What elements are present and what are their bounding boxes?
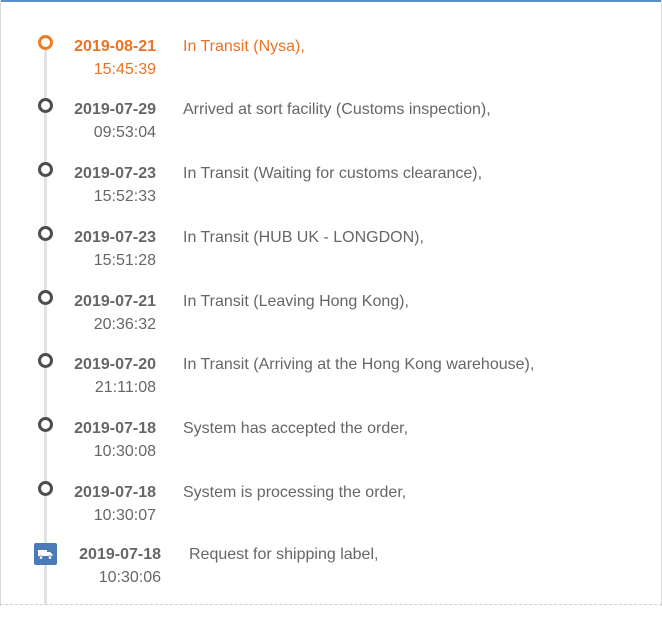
event-date: 2019-07-18	[79, 546, 161, 563]
event-date: 2019-07-23	[74, 229, 156, 246]
timeline-event-origin: 2019-07-18 10:30:06 Request for shipping…	[0, 543, 662, 603]
panel-top-border	[0, 0, 662, 2]
event-description: Request for shipping label,	[189, 546, 379, 563]
timeline-event: 2019-07-23 15:52:33 In Transit (Waiting …	[0, 162, 662, 222]
event-date: 2019-07-29	[74, 101, 156, 118]
panel-left-border	[0, 0, 1, 606]
timeline-event-current: 2019-08-21 15:45:39 In Transit (Nysa),	[0, 35, 662, 95]
event-date: 2019-07-21	[74, 293, 156, 310]
timeline-dot-icon	[38, 481, 53, 496]
timeline-dot-icon	[38, 353, 53, 368]
event-description: In Transit (HUB UK - LONGDON),	[183, 229, 424, 246]
panel-bottom-divider	[0, 604, 662, 605]
timeline-event: 2019-07-21 20:36:32 In Transit (Leaving …	[0, 290, 662, 350]
event-time: 09:53:04	[93, 124, 156, 141]
event-date: 2019-08-21	[74, 38, 156, 55]
event-date: 2019-07-18	[74, 420, 156, 437]
event-description: In Transit (Nysa),	[183, 38, 305, 55]
event-description: In Transit (Waiting for customs clearanc…	[183, 165, 483, 182]
timeline-event: 2019-07-18 10:30:08 System has accepted …	[0, 417, 662, 477]
event-description: System is processing the order,	[183, 484, 407, 501]
event-description: In Transit (Leaving Hong Kong),	[183, 293, 409, 310]
timeline-event: 2019-07-29 09:53:04 Arrived at sort faci…	[0, 98, 662, 158]
event-time: 15:51:28	[93, 252, 156, 269]
timeline-line	[44, 48, 47, 604]
event-description: System has accepted the order,	[183, 420, 409, 437]
event-time: 10:30:08	[93, 443, 156, 460]
event-time: 21:11:08	[94, 379, 156, 396]
event-time: 15:52:33	[93, 188, 156, 205]
event-description: In Transit (Arriving at the Hong Kong wa…	[183, 356, 535, 373]
event-time: 10:30:07	[93, 507, 156, 524]
event-date: 2019-07-20	[74, 356, 156, 373]
truck-icon	[34, 543, 57, 565]
event-date: 2019-07-18	[74, 484, 156, 501]
timeline-event: 2019-07-23 15:51:28 In Transit (HUB UK -…	[0, 226, 662, 286]
event-description: Arrived at sort facility (Customs inspec…	[183, 101, 491, 118]
timeline-dot-icon	[38, 290, 53, 305]
event-time: 10:30:06	[98, 569, 161, 586]
event-time: 20:36:32	[93, 316, 156, 333]
timeline-event: 2019-07-20 21:11:08 In Transit (Arriving…	[0, 353, 662, 413]
event-time: 15:45:39	[93, 61, 156, 78]
timeline-dot-icon	[38, 226, 53, 241]
timeline-dot-icon	[38, 98, 53, 113]
timeline-dot-icon	[38, 417, 53, 432]
timeline-event: 2019-07-18 10:30:07 System is processing…	[0, 481, 662, 541]
current-status-dot-icon	[38, 35, 53, 50]
event-date: 2019-07-23	[74, 165, 156, 182]
timeline-dot-icon	[38, 162, 53, 177]
